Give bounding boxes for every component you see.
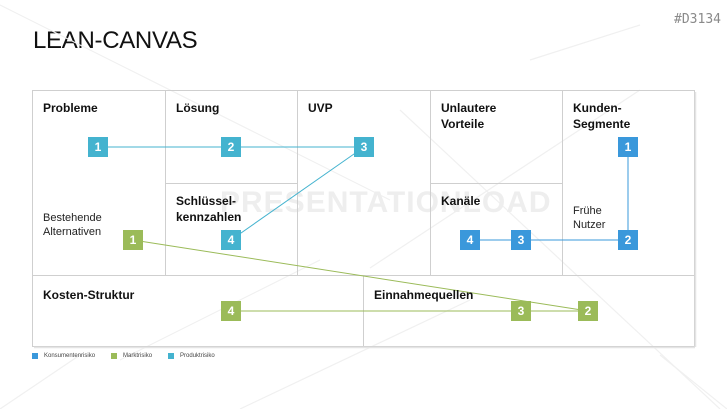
cell-uvp: UVP — [308, 101, 333, 115]
cell-kosten-struktur: Kosten-Struktur — [43, 288, 135, 302]
konsumentenrisiko-marker-2: 2 — [618, 230, 638, 250]
markt-connector — [132, 239, 589, 312]
legend-label: Marktrisiko — [123, 353, 153, 359]
cell-kanaele: Kanäle — [441, 194, 481, 208]
legend-swatch-teal — [168, 353, 175, 359]
legend-item-marktrisiko: Marktrisiko — [111, 353, 152, 359]
bestehende-alternativen-label: Bestehende Alternativen — [43, 212, 102, 238]
marktrisiko-marker-1: 1 — [123, 230, 143, 250]
produktrisiko-marker-3: 3 — [354, 137, 374, 157]
marktrisiko-marker-2: 2 — [578, 301, 598, 321]
watermark: PRESENTATIONLOAD — [220, 186, 552, 219]
marktrisiko-marker-3: 3 — [511, 301, 531, 321]
konsumentenrisiko-marker-4: 4 — [460, 230, 480, 250]
page-title: LEAN-CANVAS — [33, 27, 198, 54]
cell-loesung: Lösung — [176, 101, 220, 115]
produktrisiko-marker-4: 4 — [221, 230, 241, 250]
produkt-connector — [230, 146, 365, 241]
legend-swatch-green — [111, 353, 118, 359]
cell-schluesselkennzahlen: Schlüssel- kennzahlen — [176, 194, 242, 224]
cell-unlautere-vorteile: Unlautere Vorteile — [441, 101, 497, 131]
legend: Konsumentenrisiko Marktrisiko Produktris… — [32, 353, 215, 359]
legend-item-konsumentenrisiko: Konsumentenrisiko — [32, 353, 95, 359]
marktrisiko-marker-4: 4 — [221, 301, 241, 321]
legend-label: Konsumentenrisiko — [44, 353, 96, 359]
slide-code: #D3134 — [674, 12, 721, 27]
legend-swatch-blue — [32, 353, 38, 359]
konsumentenrisiko-marker-3: 3 — [511, 230, 531, 250]
cell-kunden-segmente: Kunden- Segmente — [573, 101, 631, 131]
cell-probleme: Probleme — [43, 101, 98, 115]
legend-item-produktrisiko: Produktrisiko — [168, 353, 215, 359]
konsumentenrisiko-marker-1: 1 — [618, 137, 638, 157]
legend-label: Produktrisiko — [180, 353, 215, 359]
produktrisiko-marker-2: 2 — [221, 137, 241, 157]
cell-einnahmequellen: Einnahmequellen — [374, 288, 474, 302]
produktrisiko-marker-1: 1 — [88, 137, 108, 157]
fruehe-nutzer-label: Frühe Nutzer — [573, 205, 606, 231]
